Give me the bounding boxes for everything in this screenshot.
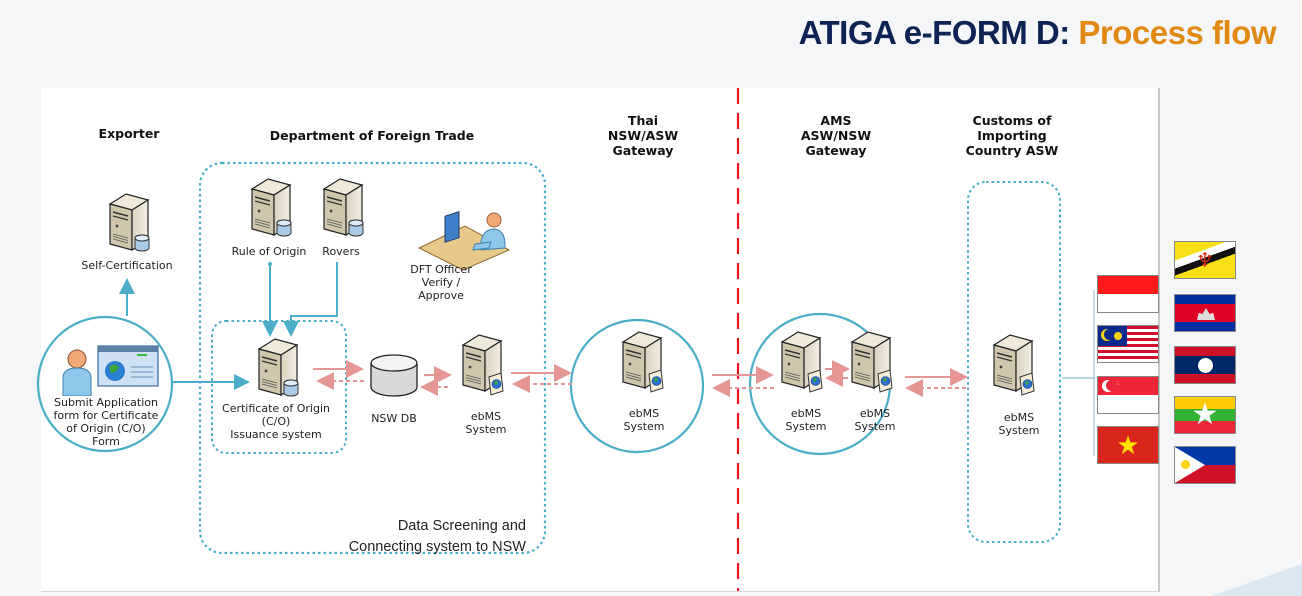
line: Data Screening and [397,518,526,534]
line: Connecting system to NSW [348,539,526,555]
line: DFT Officer [410,263,472,276]
rovers-server-icon [323,178,364,237]
label-rule-of-origin: Rule of Origin [231,245,307,258]
title-accent: Process flow [1078,14,1276,51]
diagram-canvas [41,88,1160,592]
line: System [465,423,507,436]
line: ebMS [859,407,891,420]
self-certification-server-icon [109,193,150,252]
line: Importing [977,128,1047,143]
thai-gateway-circle [569,318,705,454]
line: ASW/NSW [800,128,872,143]
exporter-circle [36,315,174,453]
flag-malaysia [1097,325,1159,363]
line: ebMS [790,407,822,420]
line: Thai [627,113,659,128]
flag-singapore: ∴ [1097,376,1159,414]
flag-indonesia [1097,275,1159,313]
line: System [854,420,896,433]
line: Certificate of Origin [222,402,330,415]
line: ebMS [628,407,660,420]
line: (C/O) [261,415,291,428]
label-rovers: Rovers [322,245,360,258]
line: System [998,424,1040,437]
flag-laos [1174,346,1236,384]
label-self-certification: Self-Certification [81,259,173,272]
ebms-ams-2-server-icon [851,331,893,393]
line: Country ASW [965,143,1059,158]
ebms-dft-server-icon [462,334,504,396]
line: Verify / [421,276,461,289]
flag-vietnam: ★ [1097,426,1159,464]
line: NSW/ASW [607,128,679,143]
line: Issuance system [230,428,322,441]
flag-brunei: ♆ [1174,241,1236,279]
web-form-icon [97,345,159,387]
flag-cambodia [1174,294,1236,332]
exporter-person-icon [62,349,92,396]
title-main: ATIGA e-FORM D: [798,14,1071,51]
ebms-ams-1-server-icon [781,331,823,393]
nsw-db-icon [370,354,418,397]
line: Customs of [972,113,1052,128]
line: ebMS [1003,411,1035,424]
line: Approve [418,289,464,302]
dft-group-box [198,161,547,555]
line: AMS [820,113,852,128]
flow-rovers-to-co [283,262,338,337]
line: of Origin (C/O) [66,422,146,435]
label-co-issuance: Certificate of Origin(C/O)Issuance syste… [222,402,330,441]
label-nsw-db: NSW DB [371,412,417,425]
slide-corner-decoration [1212,564,1302,596]
line: Gateway [612,143,674,158]
rule-of-origin-server-icon [251,178,292,237]
ebms-thai-server-icon [622,331,664,393]
customs-group-box [967,181,1061,543]
lane-header-dft: Department of Foreign Trade [269,128,475,143]
slide-title: ATIGA e-FORM D: Process flow [798,14,1277,52]
flag-myanmar: ★ [1174,396,1236,434]
line: System [785,420,827,433]
ebms-customs-server-icon [993,334,1035,396]
flag-philippines [1174,446,1236,484]
line: form for Certificate [53,409,159,422]
line: ebMS [470,410,502,423]
co-issuance-server-icon [258,338,299,397]
line: Form [92,435,120,448]
lane-header-exporter: Exporter [98,126,160,141]
dft-officer-icon [417,211,511,270]
line: System [623,420,665,433]
line: Gateway [805,143,867,158]
line: Submit Application [54,396,158,409]
